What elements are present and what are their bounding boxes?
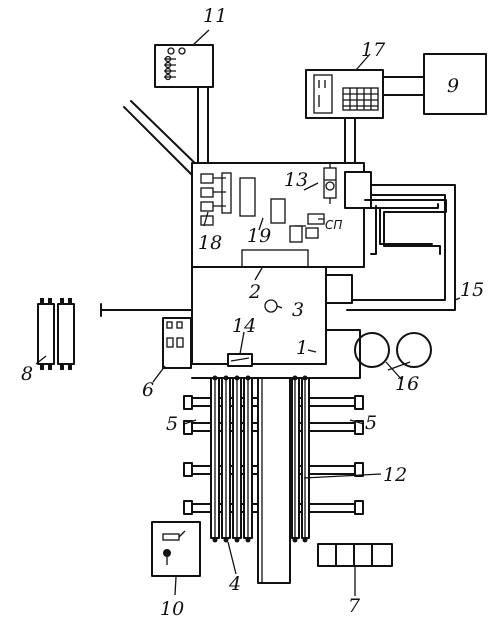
pipe-stand-4: [210, 375, 253, 543]
label-4: 4: [228, 573, 241, 595]
cable-11: [197, 86, 209, 166]
label-5-right: 5: [365, 412, 377, 434]
label-18: 18: [198, 232, 222, 254]
pipe-stand-right: [291, 375, 310, 543]
label-2: 2: [248, 281, 261, 303]
tank-16-left: [354, 332, 390, 368]
cable-17: [344, 117, 356, 166]
unit-17-console: [305, 69, 384, 119]
catwalk-12: [257, 377, 291, 584]
object-14-detail: [230, 357, 250, 362]
label-12: 12: [383, 464, 407, 486]
unit-11-box: [154, 44, 214, 88]
pipe-loop-15: [346, 184, 456, 311]
label-5-left: 5: [166, 413, 178, 435]
label-16: 16: [395, 373, 419, 395]
label-15: 15: [460, 279, 484, 301]
pipe-inner-loop: [364, 199, 447, 255]
cable-17-9: [382, 76, 425, 96]
line-8: [100, 303, 193, 317]
label-6: 6: [142, 379, 154, 401]
label-8: 8: [21, 363, 33, 385]
label-1: 1: [296, 337, 308, 359]
unit-10: [151, 521, 201, 577]
label-7: 7: [348, 595, 361, 617]
diagonal-pipe: [123, 100, 204, 179]
leader-lines: [35, 29, 461, 596]
label-19: 19: [247, 225, 271, 247]
label-9: 9: [447, 75, 459, 97]
unit-9-box: [423, 53, 487, 115]
pipe-inner-loop-2: [379, 207, 433, 245]
unit-7: [317, 543, 393, 567]
unit-6: [162, 317, 192, 369]
label-13: 13: [284, 169, 308, 191]
label-3: 3: [292, 299, 304, 321]
panel-marking-sp: СП: [325, 218, 342, 232]
label-17: 17: [361, 39, 386, 61]
label-14: 14: [232, 315, 256, 337]
unit-8: [37, 298, 75, 370]
label-11: 11: [203, 5, 227, 27]
label-10: 10: [160, 598, 184, 620]
labels: 11 17 9 13 18 19 СП 2 3 15 14 1 16 8 6 5…: [21, 5, 484, 620]
tank-16-right: [396, 332, 432, 368]
drill-floor-1: [191, 266, 361, 379]
